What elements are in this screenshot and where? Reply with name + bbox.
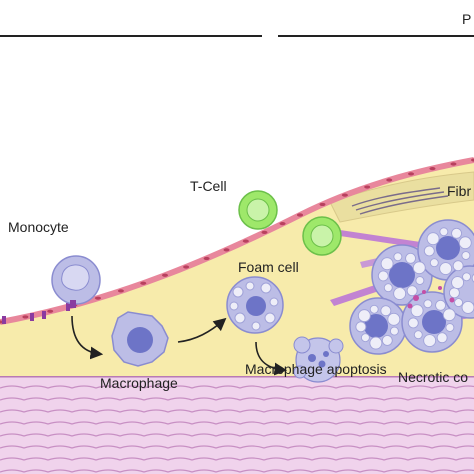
endothelial-nucleus [364, 185, 371, 189]
adhesion-molecules [2, 303, 70, 324]
arrow-macrophage-to-foam-cell [177, 317, 227, 343]
foam-cell-label: Foam cell [238, 259, 299, 275]
foam-cell [226, 276, 284, 334]
stage-header-label: P [462, 11, 471, 27]
media-fiber [0, 445, 474, 449]
media-fiber [0, 421, 474, 425]
lipid-droplet [462, 272, 471, 282]
endothelial-nucleus [242, 239, 249, 243]
monocyte-cell [51, 255, 101, 308]
fibrous-strands [351, 187, 449, 215]
tunica-media [0, 374, 474, 474]
monocyte-label: Monocyte [8, 219, 69, 235]
lipid-droplet [412, 261, 426, 275]
endothelial-nucleus [223, 248, 230, 252]
lipid-droplet [357, 309, 371, 323]
t-cell-label: T-Cell [190, 178, 227, 194]
lipid-droplet [445, 323, 455, 332]
macrophage-cell [111, 311, 169, 367]
lipid-droplet [429, 258, 439, 268]
lipid-droplet [461, 301, 474, 314]
lipid-droplet [393, 287, 407, 301]
necrotic-core [349, 219, 474, 355]
t-cell-bottom [302, 216, 342, 256]
fibrous-cap [329, 171, 474, 223]
endothelial-nucleus [203, 256, 210, 261]
lipid-droplet [407, 317, 419, 329]
lipid-droplet [405, 252, 417, 264]
lipid-droplet [439, 262, 453, 276]
t-cell-top [238, 190, 278, 230]
lipid-droplet [406, 285, 418, 297]
lipid-droplet [380, 257, 394, 271]
endothelial-nucleus [22, 315, 29, 319]
lipid-droplet [452, 260, 464, 272]
macrophage-apoptosis-label: Macrophage apoptosis [245, 361, 387, 377]
lipid-droplet [413, 330, 423, 340]
lipid-droplet [423, 334, 437, 348]
endothelial-nucleus [450, 162, 457, 166]
endothelial-nucleus [408, 172, 415, 176]
media-fiber [0, 457, 474, 461]
endothelial-nucleus [429, 166, 436, 171]
lipid-droplet [442, 308, 456, 322]
lipid-droplet [426, 232, 440, 246]
lipid-droplet [461, 251, 471, 260]
arrow-foam-cell-to-apoptosis [255, 341, 288, 376]
fibrous-cap-label: Fibr [447, 183, 471, 199]
endothelial-nucleus [341, 193, 348, 197]
lipid-droplet [423, 245, 435, 257]
endothelial-nucleus [94, 296, 101, 300]
lipid-droplet [355, 321, 367, 333]
endothelial-nucleus [162, 273, 168, 277]
lipid-droplet [454, 298, 464, 308]
lipid-droplet [387, 312, 401, 326]
lipid-droplet [410, 304, 424, 318]
endothelial-nucleus [386, 178, 393, 182]
lipid-droplet [389, 326, 399, 336]
lipid-droplet [435, 299, 447, 311]
endothelial-nucleus [297, 213, 303, 217]
lipid-droplet [360, 333, 370, 343]
lipid-droplet [381, 334, 393, 346]
lipid-droplet [451, 276, 465, 290]
endothelial-nucleus [261, 230, 268, 234]
lipid-droplet [369, 304, 379, 314]
macrophage-label: Macrophage [100, 375, 178, 391]
necrotic-core-label: Necrotic co [398, 369, 468, 385]
lipid-droplet [369, 336, 383, 350]
media-fiber [0, 409, 474, 413]
lipid-droplet [380, 305, 392, 317]
media-fiber [0, 469, 474, 473]
media-fiber [0, 433, 474, 437]
lipid-droplet [439, 227, 449, 237]
lipid-droplet [448, 287, 460, 299]
apoptotic-macrophage [293, 336, 344, 383]
lipid-droplet [415, 276, 425, 285]
stage-header: P [0, 11, 474, 37]
endothelial-nucleus [140, 281, 147, 285]
lipid-droplet [451, 227, 463, 239]
lipid-droplet [383, 283, 393, 293]
lipid-droplet [436, 332, 448, 344]
lipid-droplet [393, 252, 403, 262]
endothelial-nucleus [471, 158, 474, 162]
media-fiber [0, 385, 474, 389]
endothelial-nucleus [279, 222, 286, 226]
lipid-droplet [423, 299, 433, 309]
media-fiber [0, 397, 474, 401]
lipid-droplet [458, 236, 472, 250]
endothelial-nucleus [47, 309, 54, 313]
endothelial-nucleus [319, 202, 326, 207]
flow-arrows [71, 315, 288, 376]
necrotic-debris [407, 286, 455, 309]
endothelial-nucleus [117, 289, 124, 293]
arrow-monocyte-to-macrophage [71, 315, 104, 360]
lipid-droplet [377, 270, 389, 282]
endothelial-nucleus [183, 265, 190, 269]
